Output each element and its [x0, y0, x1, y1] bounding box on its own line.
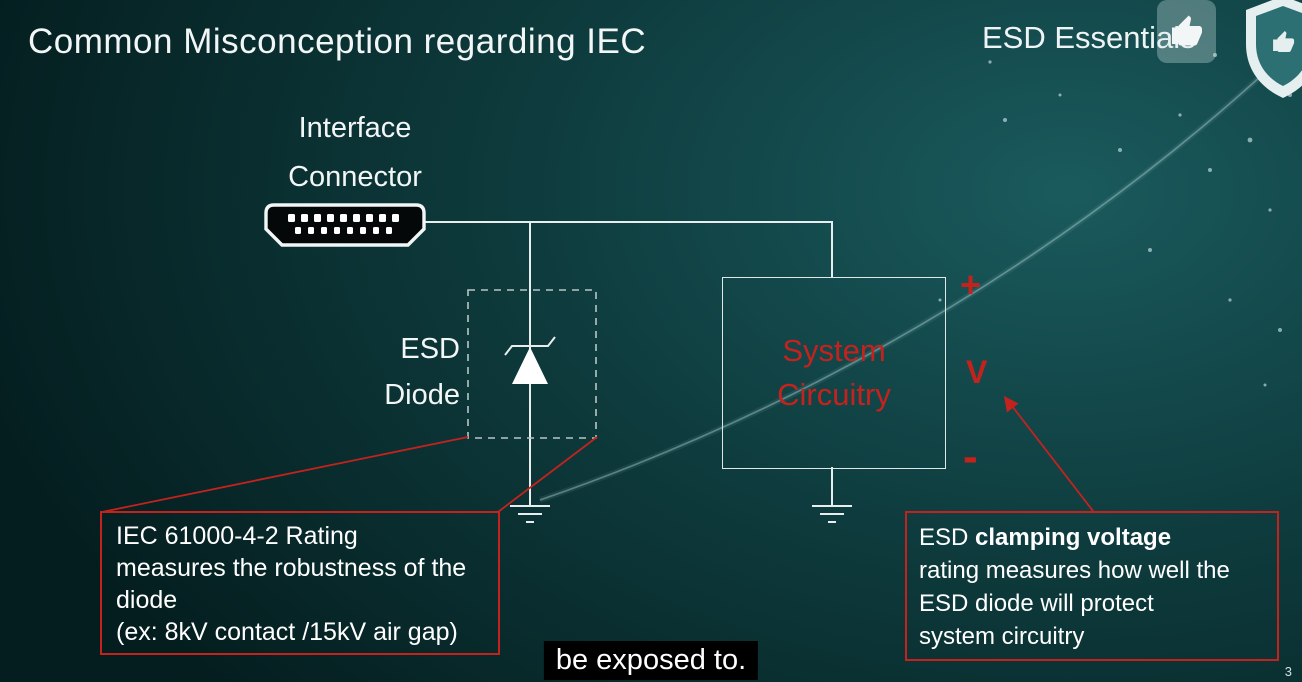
swoosh-curve: [539, 35, 1302, 503]
ground-symbol: [510, 505, 550, 523]
page-title: Common Misconception regarding IEC: [28, 22, 647, 61]
label-line: Diode: [384, 379, 460, 411]
diode-dashed-box: [467, 289, 597, 439]
terminal-minus-label: -: [963, 432, 978, 481]
hdmi-connector-icon: [264, 203, 426, 247]
callout-pointer-line: [101, 436, 469, 513]
callout-line: (ex: 8kV contact /15kV air gap): [116, 618, 458, 646]
page-number: 3: [1284, 664, 1292, 679]
interface-connector-label: Interface Connector: [252, 104, 458, 202]
terminal-plus-label: +: [960, 264, 982, 305]
star-field: [938, 53, 1292, 387]
label-line: System: [782, 333, 886, 368]
swoosh-curve: [539, 37, 1302, 501]
callout-bold-text: clamping voltage: [975, 524, 1172, 551]
thumbs-up-button[interactable]: [1157, 0, 1216, 63]
terminal-voltage-label: V: [966, 354, 988, 390]
label-line: Circuitry: [777, 377, 891, 412]
iec-rating-callout: IEC 61000-4-2 Rating measures the robust…: [100, 511, 500, 655]
callout-pointer-line: [497, 436, 598, 513]
callout-line: ESD clamping voltage: [919, 521, 1265, 554]
esd-diode-symbol: [504, 336, 556, 384]
system-circuitry-box: System Circuitry: [722, 277, 946, 469]
hdmi-pins: [288, 214, 399, 234]
label-line: Interface: [298, 112, 412, 144]
callout-line: system circuitry: [919, 623, 1085, 650]
callout-line: rating measures how well the: [919, 557, 1230, 584]
esd-diode-label: ESD Diode: [352, 326, 460, 418]
label-line: Connector: [288, 161, 422, 193]
callout-text: ESD: [919, 524, 976, 551]
callout-line: measures the robustness of the: [116, 554, 467, 582]
brand-name: ESD Essentials: [982, 20, 1196, 55]
shield-logo-icon: [1246, 0, 1302, 98]
clamping-voltage-callout: ESD clamping voltage rating measures how…: [905, 511, 1279, 661]
ground-symbol: [812, 505, 852, 523]
callout-line: diode: [116, 586, 178, 614]
callout-line: ESD diode will protect: [919, 590, 1154, 617]
label-line: ESD: [400, 333, 460, 365]
callout-line: IEC 61000-4-2 Rating: [116, 522, 358, 550]
callout-arrow: [1004, 396, 1094, 512]
thumbs-up-icon: [1171, 15, 1202, 45]
video-caption: be exposed to.: [543, 641, 759, 680]
